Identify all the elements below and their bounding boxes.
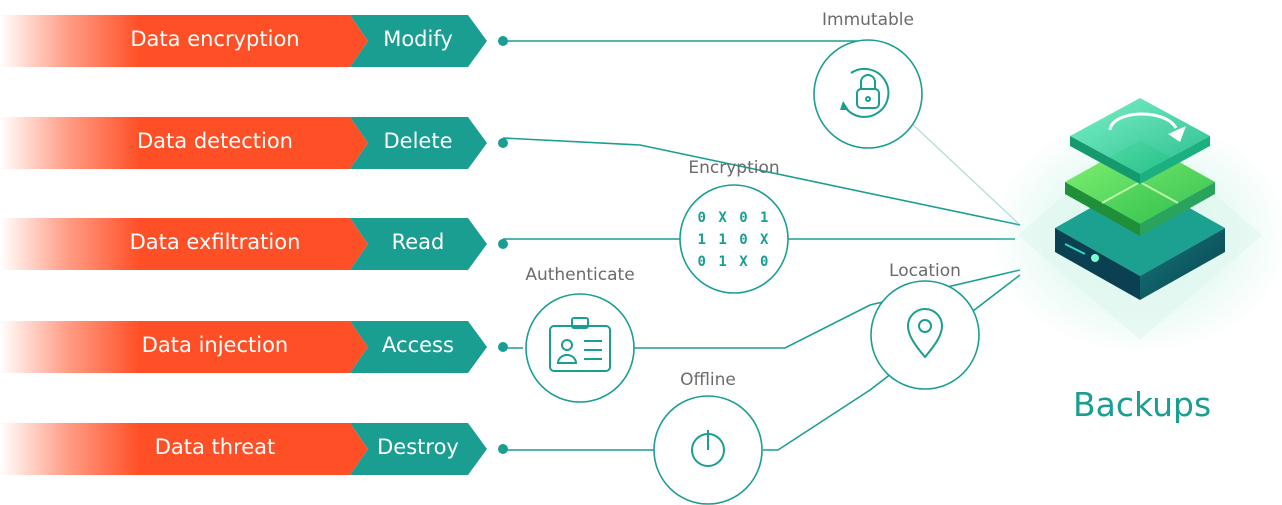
threat-bar <box>0 321 368 373</box>
action-label: Delete <box>383 129 453 153</box>
action-chevron <box>350 218 487 270</box>
authenticate-label: Authenticate <box>525 265 635 285</box>
threat-label: Data threat <box>154 435 276 459</box>
threat-label: Data detection <box>137 129 293 153</box>
control-offline <box>653 395 763 505</box>
binary-line-1: 0 X 0 1 <box>697 210 770 226</box>
connector-dot <box>498 342 508 352</box>
action-chevron <box>350 15 487 67</box>
location-label: Location <box>889 261 961 281</box>
threat-bar <box>0 218 368 270</box>
connector-dot <box>498 138 508 148</box>
control-immutable <box>813 39 923 149</box>
action-chevron <box>350 321 487 373</box>
action-chevron <box>350 423 487 475</box>
offline-label: Offline <box>680 370 736 390</box>
action-label: Read <box>391 230 445 254</box>
threat-bar <box>0 117 368 169</box>
control-encryption: 0 X 0 1 1 1 0 X 0 1 X 0 <box>679 184 789 294</box>
action-label: Access <box>382 333 454 357</box>
action-chevron <box>350 117 487 169</box>
threat-action-bars <box>0 15 508 475</box>
binary-line-2: 1 1 0 X <box>697 232 770 248</box>
encryption-label: Encryption <box>688 158 780 178</box>
threat-label: Data injection <box>141 333 289 357</box>
connector-dot <box>498 36 508 46</box>
threat-bar <box>0 423 368 475</box>
threat-label: Data exfiltration <box>129 230 301 254</box>
backups-label: Backups <box>1073 385 1212 424</box>
map-pin-icon <box>906 308 944 359</box>
threat-label: Data encryption <box>130 27 300 51</box>
connector-dot <box>498 239 508 249</box>
immutable-label: Immutable <box>822 10 914 30</box>
connector-dot <box>498 444 508 454</box>
action-label: Modify <box>383 27 453 51</box>
action-label: Destroy <box>377 435 459 459</box>
id-card-icon <box>549 317 611 372</box>
threat-bar <box>0 15 368 67</box>
power-icon <box>691 430 725 467</box>
connector-delete <box>502 137 1021 226</box>
control-authenticate <box>525 293 635 403</box>
lock-rotate-icon <box>840 67 890 118</box>
binary-line-3: 0 1 X 0 <box>697 254 770 270</box>
server-stack-icon <box>990 98 1282 355</box>
control-location <box>870 280 980 390</box>
binary-icon: 0 X 0 1 1 1 0 X 0 1 X 0 <box>697 210 770 270</box>
